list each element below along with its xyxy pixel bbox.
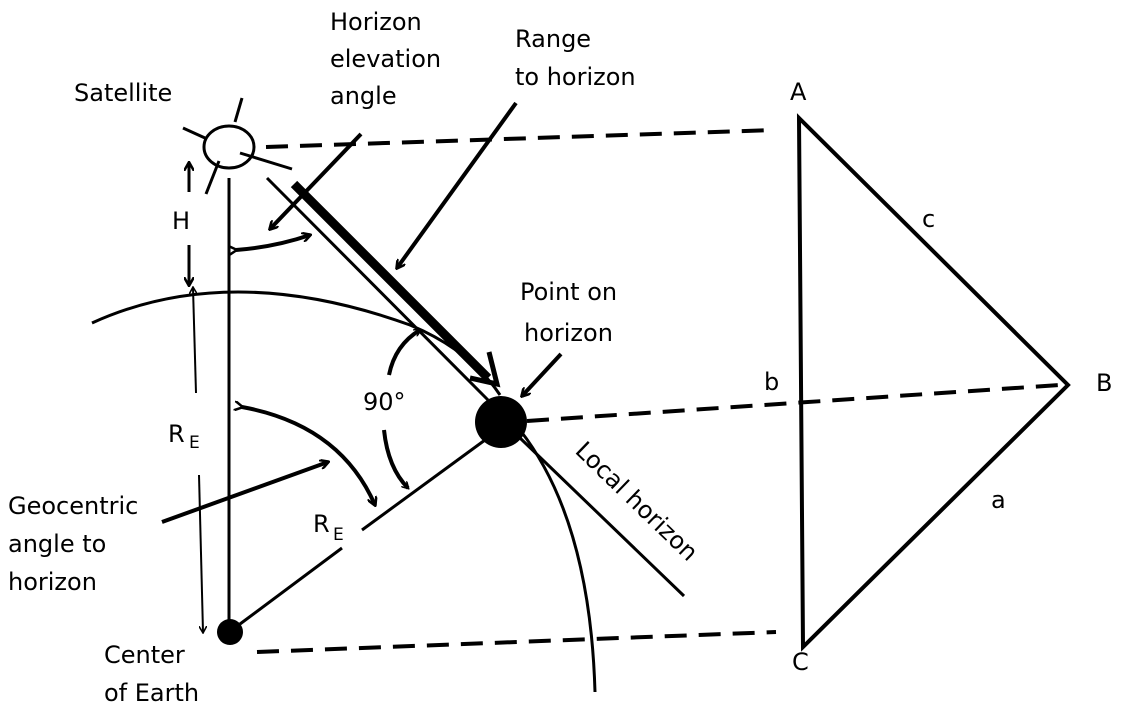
- vertex-A-label: A: [790, 78, 807, 106]
- right-angle-label: 90°: [363, 388, 406, 416]
- geocentric-angle-pointer: [161, 462, 328, 524]
- earth-radius-arrow-down: [198, 474, 203, 632]
- radius-to-horizon-line: [239, 546, 343, 626]
- right-angle-arc-top: [387, 328, 420, 376]
- horizon-elevation-angle-label: Horizon elevation angle: [330, 8, 449, 110]
- vertex-C-label: C: [792, 648, 809, 676]
- satellite-icon: [182, 97, 293, 195]
- range-to-horizon-thick-line: [290, 180, 492, 382]
- dashed-line-center-to-C: [256, 630, 777, 654]
- dashed-line-satellite-to-A: [265, 128, 776, 149]
- earth-surface-arc-top: [91, 290, 502, 396]
- elevation-angle-arc: [236, 235, 310, 250]
- local-horizon-label: Local horizon: [570, 436, 704, 566]
- range-arrowhead: [469, 351, 501, 388]
- height-label: H: [172, 207, 190, 235]
- earth-radius-sub-diagonal: E: [333, 525, 344, 545]
- range-to-horizon-label: Range to horizon: [515, 25, 636, 91]
- vertex-B-label: B: [1096, 369, 1112, 397]
- center-of-earth-label: Center of Earth: [104, 641, 199, 707]
- elevation-angle-pointer: [270, 132, 363, 229]
- triangle-ABC: [796, 113, 1071, 652]
- range-to-horizon-pointer: [397, 101, 518, 268]
- side-b-label: b: [764, 368, 779, 396]
- earth-radius-label-vertical: R: [168, 420, 185, 448]
- dashed-line-horizon-to-B: [526, 383, 1061, 423]
- earth-radius-arrow-up: [193, 288, 196, 394]
- point-on-horizon-pointer: [522, 352, 563, 396]
- side-c-label: c: [922, 205, 935, 233]
- geocentric-angle-label: Geocentric angle to horizon: [8, 492, 146, 596]
- point-on-horizon-label: Point on horizon: [520, 278, 625, 347]
- center-of-earth-dot: [217, 619, 243, 645]
- radius-to-horizon-line-upper: [361, 438, 486, 532]
- local-horizon-line: [518, 436, 686, 598]
- right-angle-arc-bottom: [382, 429, 408, 488]
- line-of-sight-thin: [265, 176, 490, 402]
- earth-radius-sub-vertical: E: [189, 433, 200, 453]
- earth-radius-label-diagonal: R: [313, 510, 330, 538]
- point-on-horizon-dot: [475, 396, 527, 448]
- side-a-label: a: [991, 486, 1006, 514]
- satellite-label: Satellite: [74, 79, 172, 107]
- geocentric-angle-arc: [242, 407, 375, 505]
